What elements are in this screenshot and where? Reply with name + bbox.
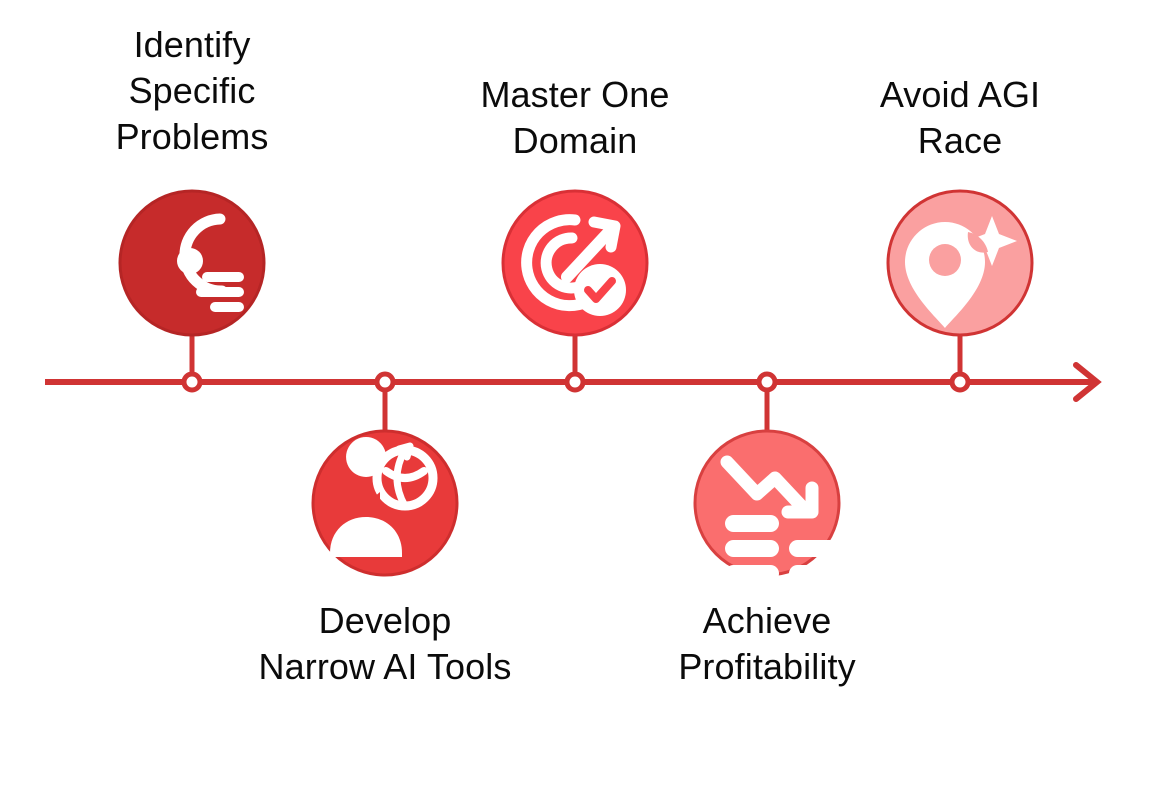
- timeline-node-3[interactable]: [564, 371, 586, 393]
- location-pin-sparkle-icon: [905, 216, 1017, 328]
- step-label-5: Avoid AGI Race: [879, 74, 1041, 161]
- target-search-icon: [177, 213, 244, 312]
- timeline-node-2[interactable]: [374, 371, 396, 393]
- step-circle-3[interactable]: [501, 189, 649, 337]
- timeline-node-4[interactable]: [756, 371, 778, 393]
- timeline-node-5[interactable]: [949, 371, 971, 393]
- user-globe-icon: [330, 437, 438, 557]
- step-label-4: Achieve Profitability: [678, 600, 856, 687]
- step-circle-1[interactable]: [118, 189, 266, 337]
- timeline-node-markers: [181, 371, 971, 393]
- timeline-node-1[interactable]: [181, 371, 203, 393]
- step-label-3: Master One Domain: [480, 74, 670, 161]
- step-label-1: Identify Specific Problems: [115, 24, 269, 157]
- timeline-arrow-head: [1073, 362, 1102, 402]
- step-circle-5[interactable]: [886, 189, 1034, 337]
- step-circle-4[interactable]: [693, 429, 843, 582]
- step-circle-2[interactable]: [311, 429, 459, 577]
- declining-chart-icon: [720, 455, 843, 582]
- target-arrow-check-icon: [521, 214, 626, 316]
- step-label-2: Develop Narrow AI Tools: [258, 600, 512, 687]
